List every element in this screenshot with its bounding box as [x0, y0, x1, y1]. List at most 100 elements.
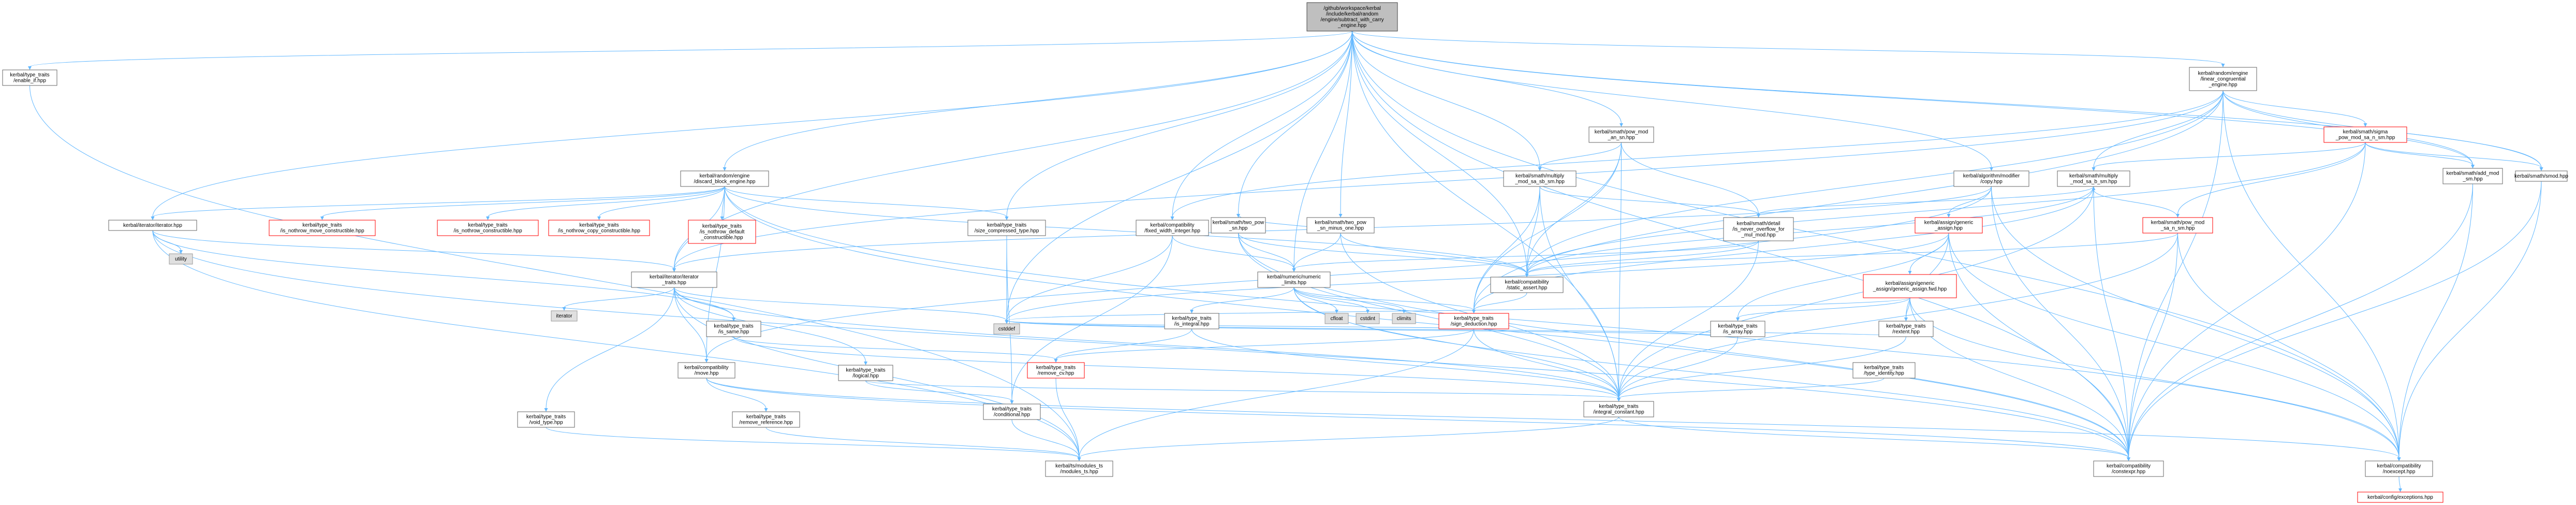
node-config-exceptions[interactable]: kerbal/config/exceptions.hpp — [2357, 492, 2443, 503]
node-multiply-mod-sa-sb[interactable]: kerbal/smath/multiply_mod_sa_sb_sm.hpp — [1503, 170, 1577, 187]
dependency-edge — [2128, 233, 2178, 458]
dependency-edge — [152, 230, 734, 319]
node-label-line: /constexpr.hpp — [2112, 469, 2145, 475]
edge-arrowhead — [864, 362, 867, 365]
edge-arrowhead — [672, 268, 676, 272]
node-two-pow-sn[interactable]: kerbal/smath/two_pow_sn.hpp — [1211, 217, 1266, 234]
dependency-edge — [706, 378, 2129, 458]
dependency-edge — [724, 186, 2400, 458]
node-modifier-copy[interactable]: kerbal/algorithm/modifier/copy.hpp — [1953, 170, 2029, 187]
node-remove-reference[interactable]: kerbal/type_traits/remove_reference.hpp — [732, 411, 800, 428]
node-nothrow-constructible[interactable]: kerbal/type_traits/is_nothrow_constructi… — [437, 220, 539, 236]
node-constexpr[interactable]: kerbal/compatibility/constexpr.hpp — [2093, 460, 2164, 477]
node-label-line: kerbal/smath/multiply — [2069, 174, 2118, 179]
dependency-edge — [674, 287, 1619, 399]
node-label-line: _constructible.hpp — [700, 235, 743, 241]
node-fixed-width[interactable]: kerbal/compatibility/fixed_width_integer… — [1136, 220, 1209, 236]
dependency-edge — [1293, 31, 1352, 269]
node-rextent[interactable]: kerbal/type_traits/rextent.hpp — [1878, 321, 1934, 337]
node-box — [2189, 67, 2257, 91]
node-pow-mod-an[interactable]: kerbal/smath/pow_mod_an_sn.hpp — [1588, 126, 1654, 143]
node-climits[interactable]: climits — [1392, 313, 1416, 324]
node-compat-move[interactable]: kerbal/compatibility/move.hpp — [678, 362, 735, 379]
node-modules-ts[interactable]: kerbal/ts/modules_ts/modules_ts.hpp — [1045, 460, 1113, 477]
node-label-line: kerbal/ts/modules_ts — [1055, 464, 1103, 469]
dependency-edge — [1293, 287, 1368, 311]
node-multiply-mod-sa-b[interactable]: kerbal/smath/multiply_mod_sa_b_sm.hpp — [2057, 170, 2130, 187]
dependency-edge — [865, 380, 1619, 399]
node-label-line: /remove_cv.hpp — [1038, 371, 1074, 377]
dependency-edge — [1539, 186, 1619, 399]
node-never-overflow[interactable]: kerbal/smath/detail/is_never_overflow_fo… — [1723, 217, 1794, 241]
node-box — [732, 411, 800, 428]
node-iterator-traits[interactable]: kerbal/iterator/iterator_traits.hpp — [631, 271, 717, 288]
node-label-line: _traits.hpp — [661, 280, 686, 286]
node-enable-if[interactable]: kerbal/type_traits/enable_if.hpp — [2, 69, 57, 86]
edge-arrowhead — [1904, 318, 1908, 321]
node-generic-assign-fwd[interactable]: kerbal/assign/generic_assign/generic_ass… — [1863, 274, 1957, 298]
node-label-line: _an_sn.hpp — [1607, 135, 1635, 141]
edge-arrowhead — [2539, 167, 2543, 171]
node-is-same[interactable]: kerbal/type_traits/is_same.hpp — [706, 321, 761, 337]
node-noexcept[interactable]: kerbal/compatibility/noexcept.hpp — [2365, 460, 2433, 477]
node-is-integral[interactable]: kerbal/type_traits/is_integral.hpp — [1164, 313, 1219, 329]
node-two-pow-minus[interactable]: kerbal/smath/two_pow_sn_minus_one.hpp — [1306, 217, 1375, 234]
node-utility[interactable]: utility — [169, 253, 193, 265]
edge-arrowhead — [2092, 167, 2096, 171]
edge-arrowhead — [1190, 310, 1194, 313]
node-label-line: kerbal/smath/pow_mod — [2151, 220, 2204, 226]
node-integral-constant[interactable]: kerbal/type_traits/integral_constant.hpp — [1583, 401, 1654, 417]
edge-arrowhead — [597, 217, 601, 220]
node-is-array[interactable]: kerbal/type_traits/is_array.hpp — [1710, 321, 1765, 337]
node-sigma-pow-mod[interactable]: kerbal/smath/sigma_pow_mod_sa_n_sm.hpp — [2323, 126, 2407, 143]
node-nothrow-move[interactable]: kerbal/type_traits/is_nothrow_move_const… — [269, 220, 376, 236]
node-discard-block[interactable]: kerbal/random/engine/discard_block_engin… — [680, 170, 769, 187]
node-cfloat[interactable]: cfloat — [1324, 313, 1349, 324]
dependency-edge — [724, 186, 1527, 275]
node-cstdint[interactable]: cstdint — [1356, 313, 1380, 324]
node-conditional[interactable]: kerbal/type_traits/conditional.hpp — [983, 403, 1041, 420]
node-label-line: kerbal/type_traits — [1036, 365, 1076, 371]
node-void-type[interactable]: kerbal/type_traits/void_type.hpp — [517, 411, 575, 428]
node-pow-mod-sa-n[interactable]: kerbal/smath/pow_mod_sa_n_sm.hpp — [2142, 217, 2213, 234]
dependency-edge — [152, 31, 1352, 218]
node-iterator-hpp[interactable]: kerbal/iterator/iterator.hpp — [108, 220, 197, 231]
node-label-line: kerbal/type_traits — [846, 368, 885, 373]
node-label-line: kerbal/smath/detail — [1737, 221, 1780, 227]
node-assign-generic[interactable]: kerbal/assign/generic_assign.hpp — [1915, 217, 1983, 234]
edge-arrowhead — [720, 217, 724, 220]
node-label-line: /fixed_width_integer.hpp — [1144, 228, 1200, 234]
dependency-edge — [733, 336, 1619, 399]
node-cstddef[interactable]: cstddef — [993, 323, 1020, 335]
node-logical[interactable]: kerbal/type_traits/logical.hpp — [838, 365, 893, 381]
node-iterator-ext[interactable]: iterator — [551, 310, 578, 322]
dependency-edge — [1293, 287, 2129, 458]
dependency-edge — [1006, 235, 1173, 321]
dependency-edge — [1526, 240, 1759, 275]
node-remove-cv[interactable]: kerbal/type_traits/remove_cv.hpp — [1027, 362, 1085, 379]
node-box — [108, 220, 197, 231]
node-type-identity[interactable]: kerbal/type_traits/type_identity.hpp — [1852, 362, 1916, 379]
edge-arrowhead — [2397, 457, 2401, 461]
node-label-line: kerbal/assign/generic — [1886, 281, 1935, 286]
node-numeric-limits[interactable]: kerbal/numeric/numeric_limits.hpp — [1257, 271, 1331, 288]
node-label-line: cfloat — [1331, 316, 1343, 322]
node-label-line: /move.hpp — [695, 371, 719, 377]
dependency-edge — [1618, 378, 1885, 399]
dependency-edge — [706, 186, 1992, 360]
node-size-compressed[interactable]: kerbal/type_traits/size_compressed_type.… — [967, 220, 1046, 236]
node-label-line: kerbal/config/exceptions.hpp — [2367, 495, 2433, 500]
node-nothrow-default[interactable]: kerbal/type_traits/is_nothrow_default_co… — [688, 220, 756, 244]
dependency-edge — [1006, 233, 1949, 321]
dependency-edge — [2093, 142, 2366, 168]
node-root[interactable]: /github/workspace/kerbal/include/kerbal/… — [1306, 2, 1398, 32]
node-nothrow-copy[interactable]: kerbal/type_traits/is_nothrow_copy_const… — [548, 220, 650, 236]
node-label-line: kerbal/smath/add_mod — [2447, 171, 2499, 177]
node-add-mod[interactable]: kerbal/smath/add_mod_sm.hpp — [2442, 168, 2503, 184]
edge-arrowhead — [1010, 400, 1014, 404]
node-linear-congruential[interactable]: kerbal/random/engine/linear_congruential… — [2189, 67, 2257, 91]
node-static-assert[interactable]: kerbal/compatibility/static_assert.hpp — [1490, 277, 1564, 293]
node-sign-deduction[interactable]: kerbal/type_traits/sign_deduction.hpp — [1438, 313, 1509, 329]
node-smod[interactable]: kerbal/smath/smod.hpp — [2514, 170, 2568, 182]
